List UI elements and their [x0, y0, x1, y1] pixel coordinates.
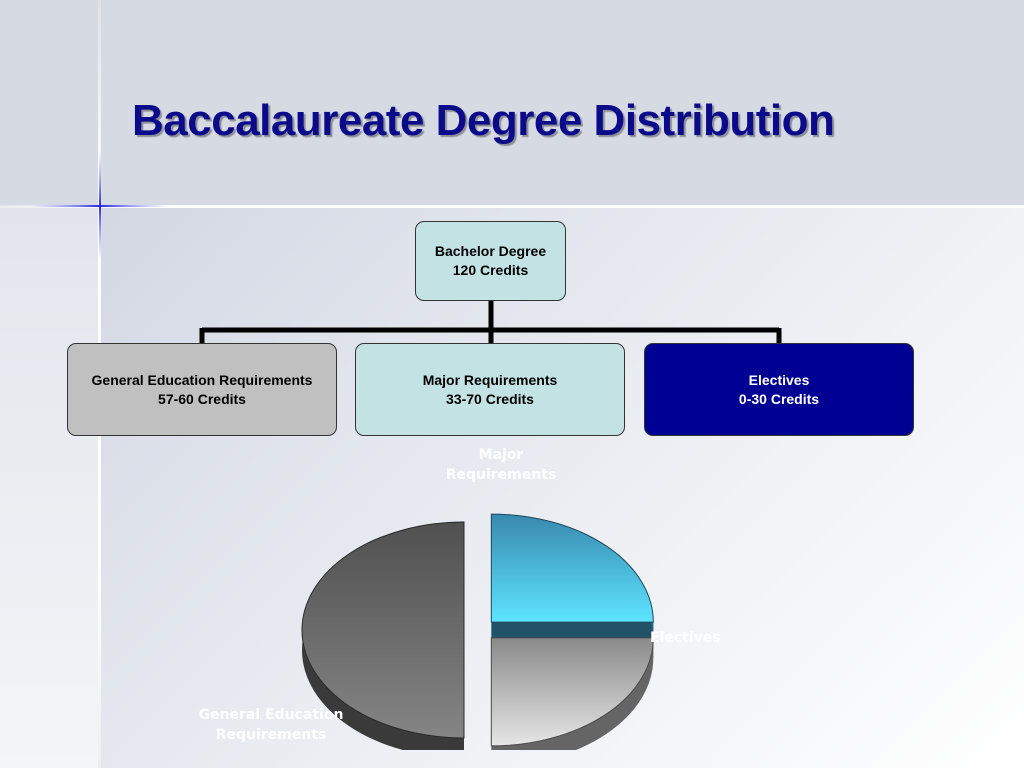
node-title: Major Requirements — [422, 371, 558, 388]
horizontal-accent-line — [0, 205, 1024, 208]
pie-label-electives: Electives — [650, 630, 721, 646]
pie-slice-0 — [490, 513, 654, 643]
left-band — [0, 206, 98, 768]
node-title: Electives — [748, 371, 810, 388]
credit-distribution-pie-chart — [301, 513, 654, 750]
node-credits: 0-30 Credits — [738, 390, 820, 407]
bachelor-degree-box: Bachelor Degree 120 Credits — [415, 221, 566, 301]
node-credits: 57-60 Credits — [158, 390, 246, 407]
electives-box: Electives 0-30 Credits — [644, 343, 914, 436]
node-credits: 120 Credits — [452, 262, 529, 278]
sparkle-icon — [30, 150, 170, 262]
node-title: General Education Requirements — [91, 371, 313, 388]
pie-slice-2 — [301, 521, 465, 750]
page-title: Baccalaureate Degree Distribution — [132, 96, 835, 145]
header-band — [0, 0, 1024, 206]
pie-slice-1 — [490, 637, 654, 750]
pie-label-major: Major Requirements — [445, 447, 557, 483]
node-title: Bachelor Degree — [434, 243, 547, 259]
pie-label-general-education: General Education Requirements — [198, 707, 344, 743]
general-education-box: General Education Requirements 57-60 Cre… — [67, 343, 337, 436]
node-credits: 33-70 Credits — [446, 390, 534, 407]
major-requirements-box: Major Requirements 33-70 Credits — [355, 343, 625, 436]
